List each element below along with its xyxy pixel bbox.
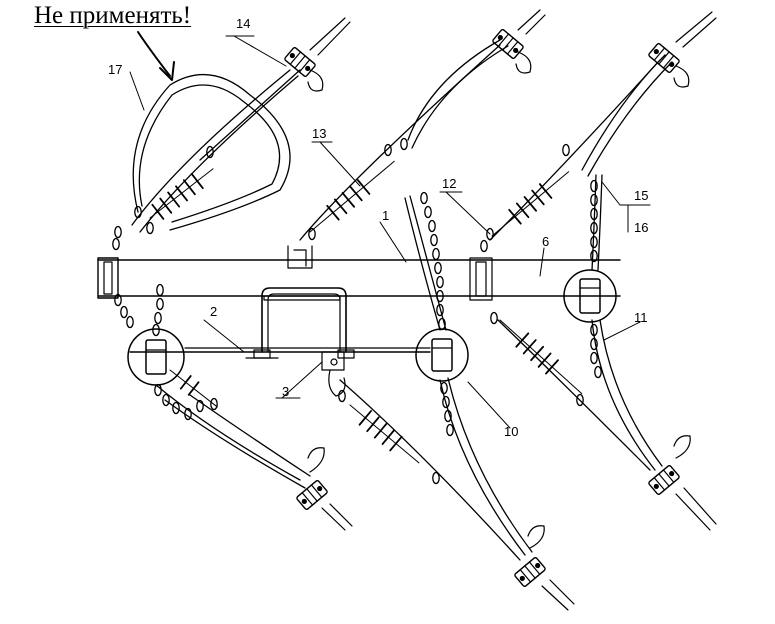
insulator-strings — [149, 160, 583, 464]
callout-3: 3 — [282, 384, 289, 399]
callout-10: 10 — [504, 424, 518, 439]
callout-16: 16 — [634, 220, 648, 235]
end-clamps — [283, 9, 717, 611]
suspension-clamp — [321, 351, 346, 397]
callout-14: 14 — [236, 16, 250, 31]
conductors — [131, 39, 673, 561]
yoke-frame — [97, 245, 621, 359]
callout-2: 2 — [210, 304, 217, 319]
warning-caption: Не применять! — [34, 2, 192, 29]
leader-lines — [129, 31, 651, 429]
callout-12: 12 — [442, 176, 456, 191]
spacer-rings — [127, 269, 617, 386]
callout-13: 13 — [312, 126, 326, 141]
callout-15: 15 — [634, 188, 648, 203]
callout-6: 6 — [542, 234, 549, 249]
callout-labels: 14 17 13 1 12 6 15 16 11 2 3 10 — [108, 16, 648, 439]
callout-17: 17 — [108, 62, 122, 77]
callout-11: 11 — [634, 310, 648, 325]
callout-1: 1 — [382, 208, 389, 223]
